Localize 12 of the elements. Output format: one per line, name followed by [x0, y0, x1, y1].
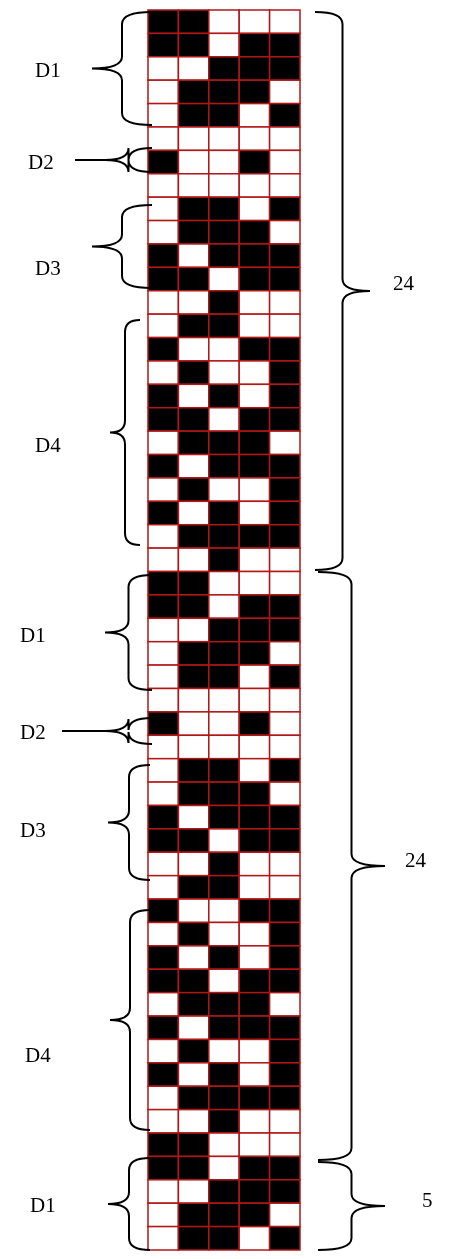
segment-label: D1	[35, 58, 61, 82]
segment-label: D2	[28, 150, 54, 174]
segment-label: D3	[20, 818, 46, 842]
row-count-label: 24	[393, 271, 414, 295]
segment-label: D1	[20, 623, 46, 647]
segment-label: D1	[30, 1193, 56, 1217]
row-count-label: 24	[405, 848, 426, 872]
segment-label: D4	[35, 433, 61, 457]
segment-label: D4	[25, 1043, 51, 1067]
segment-label: D2	[20, 720, 46, 744]
row-count-label: 5	[422, 1188, 433, 1212]
segment-label: D3	[35, 256, 61, 280]
